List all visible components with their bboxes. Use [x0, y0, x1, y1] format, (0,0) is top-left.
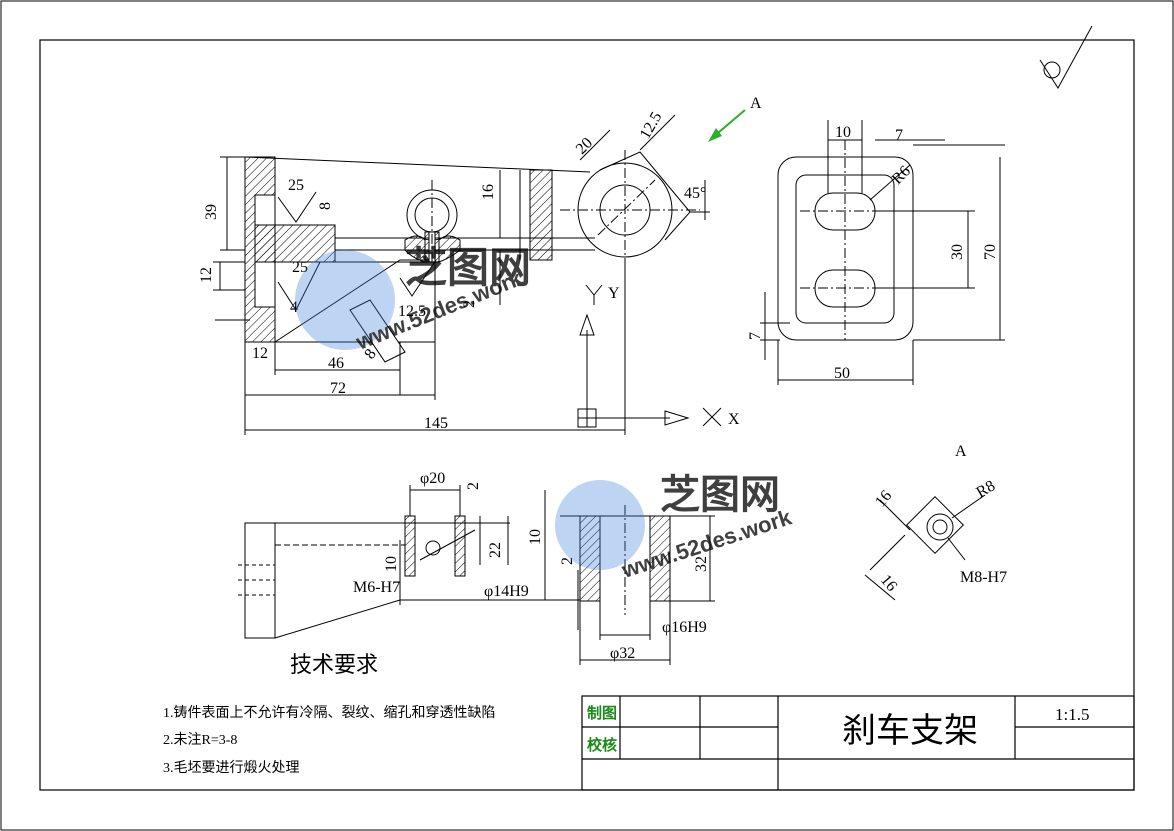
bottom-section-view	[238, 485, 715, 665]
dim-16-va-top: 16	[872, 487, 895, 510]
watermark-globe-icon	[295, 250, 395, 350]
dim-50: 50	[834, 365, 850, 382]
dim-45deg: 45°	[684, 185, 706, 202]
dim-7-side: 7	[747, 332, 764, 340]
part-title: 刹车支架	[842, 712, 978, 750]
axis-x-label: X	[728, 411, 740, 428]
front-view-dimensions: 39 12 25 8 25 4 12 46 72 145 8 16 2 12.5…	[198, 95, 762, 432]
dim-10-bl: 10	[383, 556, 400, 572]
roughness-symbol-icon	[1039, 25, 1093, 89]
watermark-bottom: 芝图网 www.52des.work	[555, 473, 795, 583]
dim-25-mid: 25	[292, 259, 308, 276]
dim-12-left: 12	[198, 267, 215, 283]
dim-phi20: φ20	[420, 470, 445, 487]
dim-12-5-boss: 12.5	[398, 303, 426, 320]
dim-10-side: 10	[835, 124, 851, 141]
dim-2: 2	[461, 300, 478, 308]
dim-70: 70	[982, 244, 999, 260]
dim-145: 145	[424, 415, 448, 432]
dim-8-top: 8	[317, 202, 334, 210]
dim-phi16h9: φ16H9	[662, 619, 707, 636]
view-a-dimensions: A 16 R8 16 M8-H7	[872, 443, 1007, 595]
dim-r8: R8	[974, 477, 999, 501]
axis-y-label: Y	[608, 285, 620, 302]
side-view	[760, 120, 1005, 385]
dim-7-top: 7	[895, 127, 903, 144]
dim-4: 4	[290, 299, 298, 316]
title-block-text: 制图 校核 刹车支架 1:1.5	[587, 704, 1089, 754]
dim-16: 16	[480, 184, 497, 200]
tech-heading: 技术要求	[290, 652, 378, 677]
dim-12-bottom: 12	[252, 345, 268, 362]
scale-value: 1:1.5	[1055, 705, 1089, 724]
dim-20: 20	[573, 134, 596, 157]
bottom-section-dimensions: φ20 2 10 22 M6-H7 φ14H9 10 2 32 φ16H9 φ3…	[353, 470, 710, 662]
dim-10-bm: 10	[527, 529, 544, 545]
drawn-label: 制图	[587, 704, 617, 722]
watermark-top: 芝图网 www.52des.work	[295, 244, 531, 355]
dim-phi14h9: φ14H9	[484, 583, 529, 600]
view-a-arrowhead-icon	[708, 128, 722, 142]
tech-item-1: 1.铸件表面上不允许有冷隔、裂纹、缩孔和穿透性缺陷	[163, 705, 496, 721]
watermark-cn-bottom: 芝图网	[660, 473, 780, 517]
tech-item-3: 3.毛坯要进行煅火处理	[163, 760, 300, 776]
dim-32-vert: 32	[693, 556, 710, 572]
title-block	[581, 695, 1135, 791]
dim-m8-h7: M8-H7	[960, 569, 1007, 586]
dim-16-va-bottom: 16	[877, 572, 900, 595]
watermark-cn-top: 芝图网	[405, 244, 531, 291]
dim-72: 72	[330, 380, 346, 397]
dim-22: 22	[487, 542, 504, 558]
dim-30: 30	[949, 244, 966, 260]
dim-phi32: φ32	[610, 645, 635, 662]
dim-25-top: 25	[288, 177, 304, 194]
view-a-label: A	[955, 443, 967, 460]
dim-46: 46	[328, 355, 344, 372]
tech-item-2: 2.未注R=3-8	[163, 732, 237, 748]
front-view	[213, 114, 722, 435]
dim-39: 39	[203, 204, 220, 220]
check-label: 校核	[587, 736, 617, 754]
view-a	[864, 494, 986, 601]
dim-12-5-lug: 12.5	[637, 109, 666, 142]
dim-2-bl: 2	[465, 482, 482, 490]
watermark-globe-icon-2	[555, 480, 645, 570]
side-view-dimensions: 10 7 R6 30 70 7 50	[747, 124, 999, 382]
dim-m6-h7: M6-H7	[353, 579, 400, 596]
dim-2-bm: 2	[559, 557, 576, 565]
dim-r6: R6	[889, 163, 914, 188]
tech-requirements: 技术要求 1.铸件表面上不允许有冷隔、裂纹、缩孔和穿透性缺陷 2.未注R=3-8…	[163, 652, 496, 776]
arrow-a-label: A	[750, 95, 762, 112]
